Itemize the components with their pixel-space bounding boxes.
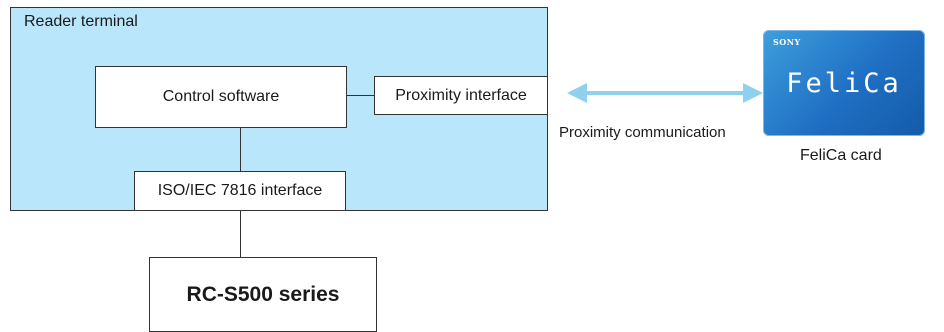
felica-card-label: FeliCa card (800, 147, 882, 164)
proximity-interface-label: Proximity interface (395, 86, 527, 104)
iso-interface-box: ISO/IEC 7816 interface (134, 171, 346, 211)
sony-logo: SONY (773, 37, 801, 47)
control-software-label: Control software (162, 88, 280, 105)
iso-interface-label: ISO/IEC 7816 interface (157, 182, 323, 199)
connector-control-to-iso (240, 128, 241, 171)
felica-card-image: SONY FeliCa (763, 30, 925, 136)
proximity-interface-box: Proximity interface (374, 76, 548, 115)
connector-iso-to-rc (240, 211, 241, 257)
connector-control-to-proximity (347, 95, 374, 96)
reader-terminal-label: Reader terminal (24, 13, 138, 30)
felica-logo: FeliCa (786, 68, 902, 99)
rc-s500-label: RC-S500 series (186, 282, 340, 306)
double-arrow-icon (567, 83, 763, 103)
rc-s500-box: RC-S500 series (149, 257, 377, 332)
control-software-box: Control software (95, 66, 347, 128)
proximity-communication-label: Proximity communication (559, 124, 726, 141)
